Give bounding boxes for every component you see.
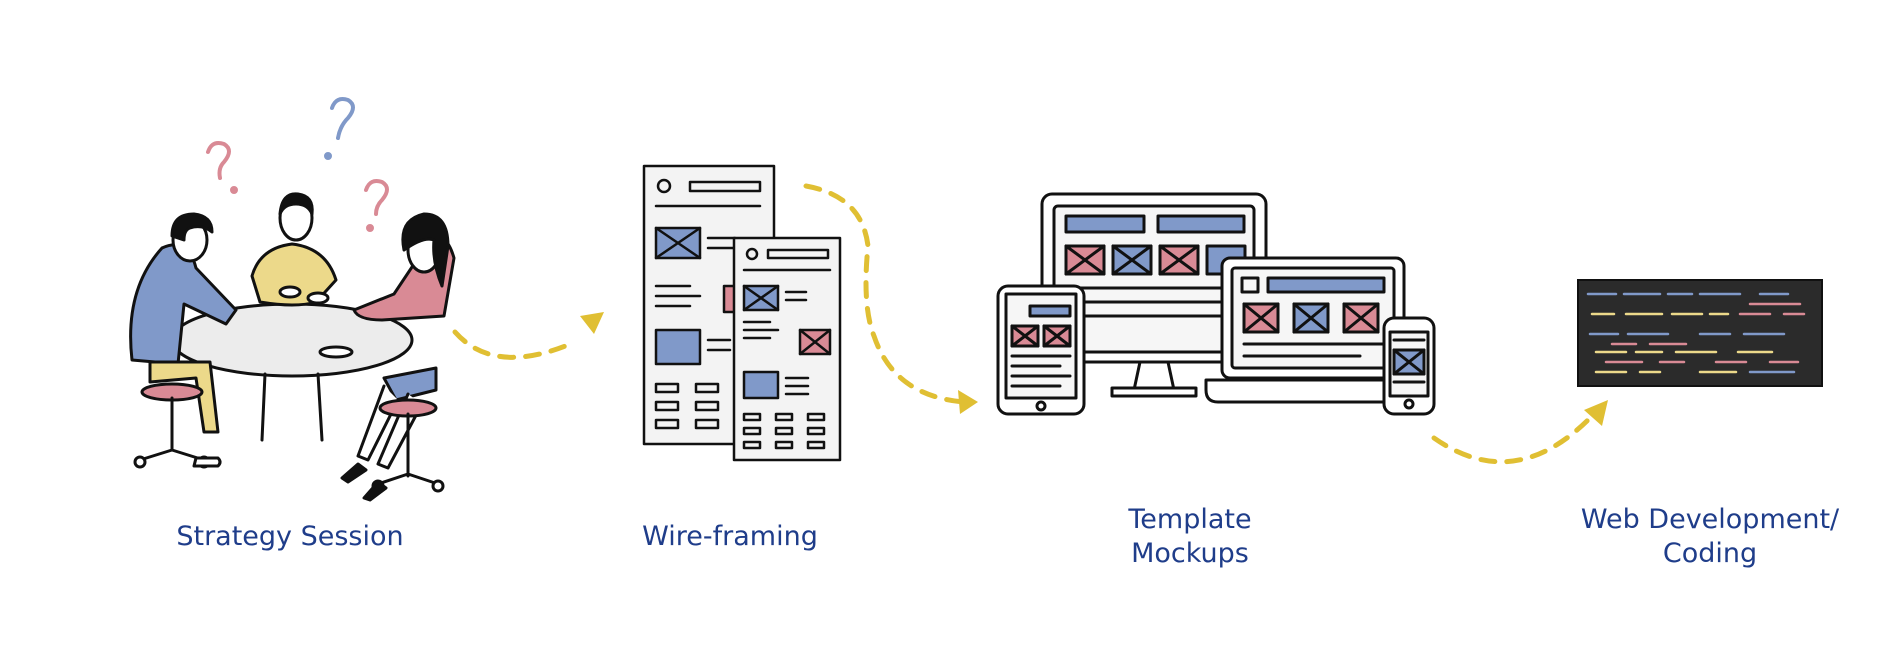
step-label-wire-framing: Wire-framing bbox=[590, 520, 870, 554]
step-label-line: Web Development/ bbox=[1580, 504, 1840, 535]
step-label-line: Template bbox=[1128, 504, 1252, 535]
step-label-template-mockups: Template Mockups bbox=[1040, 503, 1340, 571]
wireframe-pages-illustration bbox=[642, 164, 842, 462]
step-label-line: Wire-framing bbox=[642, 521, 818, 552]
step-label-line: Coding bbox=[1662, 538, 1758, 569]
responsive-devices-illustration bbox=[996, 192, 1436, 416]
step-label-strategy-session: Strategy Session bbox=[140, 520, 440, 554]
code-screen-illustration bbox=[1577, 279, 1823, 387]
dashed-arrow-icon bbox=[452, 312, 604, 360]
dashed-arrow-icon bbox=[803, 183, 978, 414]
dashed-arrow-icon bbox=[1431, 400, 1608, 465]
question-mark-icon bbox=[206, 141, 238, 194]
question-mark-icon bbox=[324, 97, 355, 160]
strategy-session-illustration bbox=[129, 97, 456, 502]
question-mark-icon bbox=[364, 179, 389, 232]
step-label-web-development: Web Development/ Coding bbox=[1550, 503, 1870, 571]
step-label-line: Mockups bbox=[1131, 538, 1249, 569]
step-label-line: Strategy Session bbox=[176, 521, 404, 552]
